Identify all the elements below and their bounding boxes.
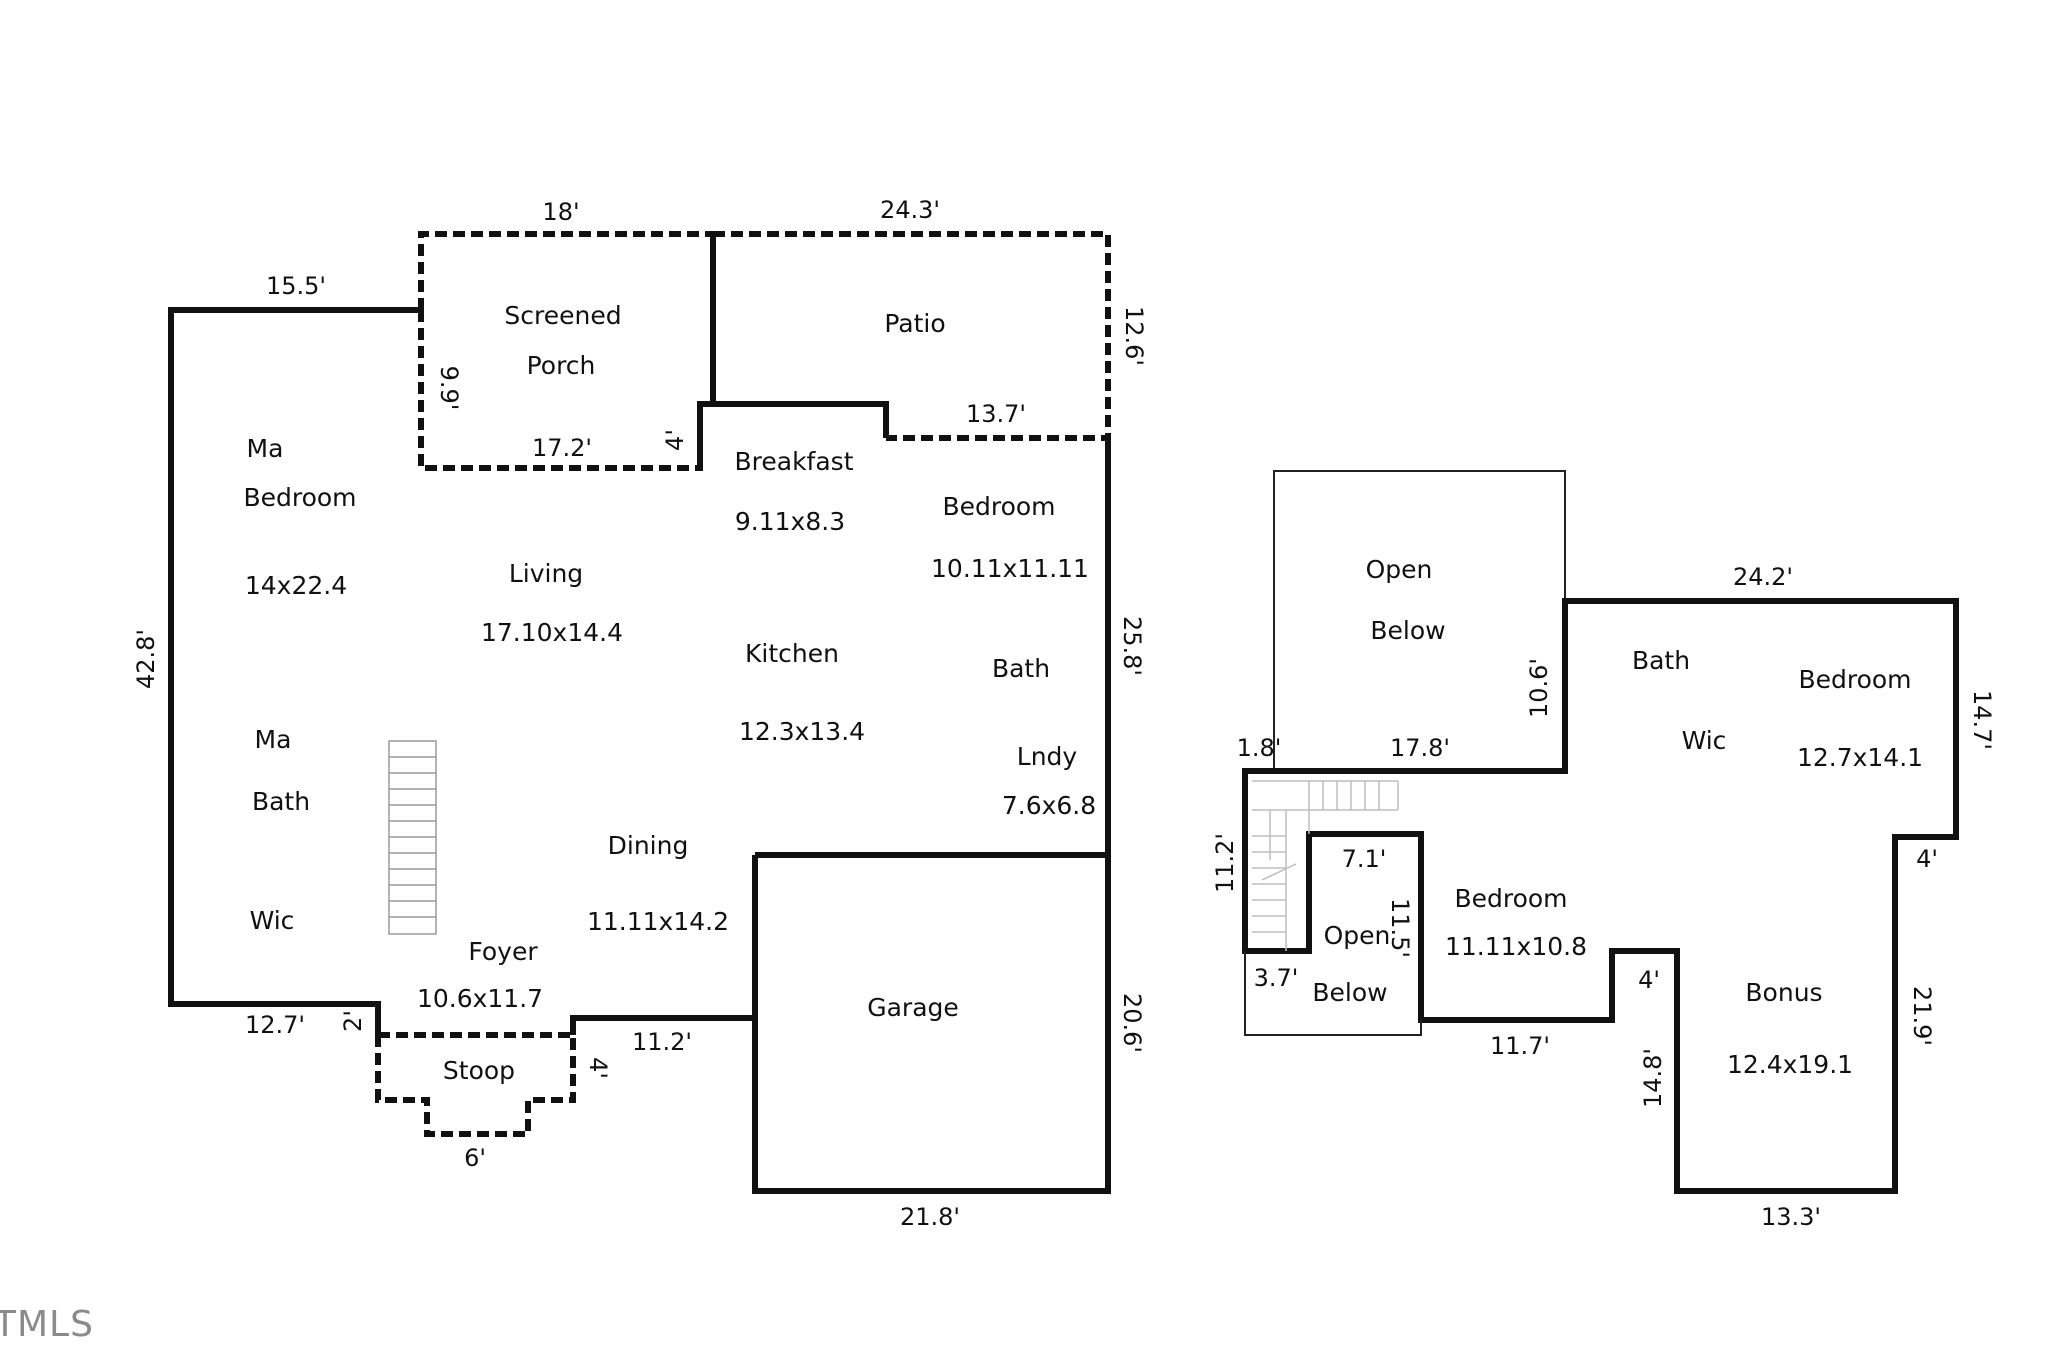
foyer-size: 10.6x11.7 xyxy=(417,984,543,1013)
dim-patio-top: 24.3' xyxy=(880,196,940,224)
open-below-top-label-2: Below xyxy=(1370,616,1445,645)
dim2-top-right: 24.2' xyxy=(1733,563,1793,591)
dim-porch-top: 18' xyxy=(542,198,579,226)
master-bath-label-1: Ma xyxy=(255,725,292,754)
dim-patio-bottom: 13.7' xyxy=(966,400,1026,428)
dim2-bonus-left: 14.8' xyxy=(1639,1048,1667,1108)
stairs-second-floor xyxy=(1252,780,1399,951)
dim2-inner-left: 3.7' xyxy=(1254,964,1299,992)
dim-stoop-bottom: 6' xyxy=(464,1144,486,1172)
first-floor-plan: Screened Porch Patio Ma Bedroom 14x22.4 … xyxy=(132,196,1148,1231)
bedroom-label: Bedroom xyxy=(942,492,1055,521)
open-below-top-label-1: Open xyxy=(1366,555,1433,584)
patio-label: Patio xyxy=(884,309,945,338)
master-bath-label-2: Bath xyxy=(252,787,310,816)
screened-porch-outline xyxy=(418,231,713,471)
bonus-label: Bonus xyxy=(1745,978,1822,1007)
stoop-label: Stoop xyxy=(443,1056,515,1085)
dim2-bonus-bottom: 13.3' xyxy=(1761,1203,1821,1231)
foyer-label: Foyer xyxy=(468,937,538,966)
screened-porch-label-1: Screened xyxy=(504,301,621,330)
stoop-outline xyxy=(375,1032,576,1137)
open-below-bottom-outline xyxy=(1244,951,1422,1036)
bedroom-left-size: 11.11x10.8 xyxy=(1445,932,1587,961)
bonus-size: 12.4x19.1 xyxy=(1727,1050,1853,1079)
dim-left-side: 42.8' xyxy=(132,629,160,689)
dim-porch-bottom: 17.2' xyxy=(532,434,592,462)
patio-outline xyxy=(713,231,1111,441)
garage-label: Garage xyxy=(867,993,959,1022)
bedroom-right-label: Bedroom xyxy=(1798,665,1911,694)
tmls-watermark-logo: TMLS xyxy=(0,1304,94,1345)
dim2-stair-left: 11.2' xyxy=(1211,833,1239,893)
open-below-bottom-label-1: Open xyxy=(1324,921,1391,950)
living-size: 17.10x14.4 xyxy=(481,618,623,647)
dim2-inner-right: 11.5' xyxy=(1386,898,1414,958)
open-below-bottom-label-2: Below xyxy=(1312,978,1387,1007)
dim2-bottom-mid: 11.7' xyxy=(1490,1032,1550,1060)
laundry-label: Lndy xyxy=(1017,742,1078,771)
dim-patio-right: 12.6' xyxy=(1120,306,1148,366)
wic-2-label: Wic xyxy=(1682,726,1727,755)
breakfast-size: 9.11x8.3 xyxy=(735,507,845,536)
kitchen-size: 12.3x13.4 xyxy=(739,717,865,746)
open-below-top-outline xyxy=(1273,470,1566,771)
dim2-right-step: 4' xyxy=(1916,845,1938,873)
dim2-open-right: 10.6' xyxy=(1525,658,1553,718)
dim-left-top: 15.5' xyxy=(266,272,326,300)
laundry-size: 7.6x6.8 xyxy=(1002,791,1096,820)
dim-bottom-left: 12.7' xyxy=(245,1011,305,1039)
dim-garage-bottom: 21.8' xyxy=(900,1203,960,1231)
dim-garage-right: 20.6' xyxy=(1118,993,1146,1053)
bath-2-label: Bath xyxy=(1632,646,1690,675)
breakfast-label: Breakfast xyxy=(734,447,853,476)
dim-porch-left: 9.9' xyxy=(435,366,463,411)
dim-porch-step: 4' xyxy=(661,429,689,451)
dim2-bottom-step: 4' xyxy=(1638,966,1660,994)
dim-stoop-step: 2' xyxy=(339,1010,367,1032)
screened-porch-label-2: Porch xyxy=(527,351,596,380)
second-floor-plan: Open Below Bath Bedroom 12.7x14.1 Wic Be… xyxy=(1211,470,1996,1231)
dim-front-mid: 11.2' xyxy=(632,1028,692,1056)
bedroom-size: 10.11x11.11 xyxy=(931,554,1089,583)
first-floor-outline xyxy=(168,234,1111,1194)
wic-label: Wic xyxy=(250,906,295,935)
bedroom-right-size: 12.7x14.1 xyxy=(1797,743,1923,772)
kitchen-label: Kitchen xyxy=(745,639,839,668)
master-bedroom-label-1: Ma xyxy=(247,434,284,463)
master-bedroom-size: 14x22.4 xyxy=(245,571,347,600)
dim2-bonus-right: 21.9' xyxy=(1908,986,1936,1046)
dim2-inner-top: 7.1' xyxy=(1342,845,1387,873)
second-floor-outline xyxy=(1242,598,1959,1194)
bath-label: Bath xyxy=(992,654,1050,683)
dim2-left-step: 1.8' xyxy=(1237,734,1282,762)
bedroom-left-label: Bedroom xyxy=(1454,884,1567,913)
dim2-right-side: 14.7' xyxy=(1968,690,1996,750)
living-label: Living xyxy=(509,559,583,588)
dining-label: Dining xyxy=(608,831,689,860)
dim-stoop-right: 4' xyxy=(584,1057,612,1079)
dim2-open-bottom: 17.8' xyxy=(1390,734,1450,762)
dining-size: 11.11x14.2 xyxy=(587,907,729,936)
stairs-first-floor xyxy=(388,740,437,935)
master-bedroom-label-2: Bedroom xyxy=(243,483,356,512)
dim-right-upper: 25.8' xyxy=(1118,616,1146,676)
